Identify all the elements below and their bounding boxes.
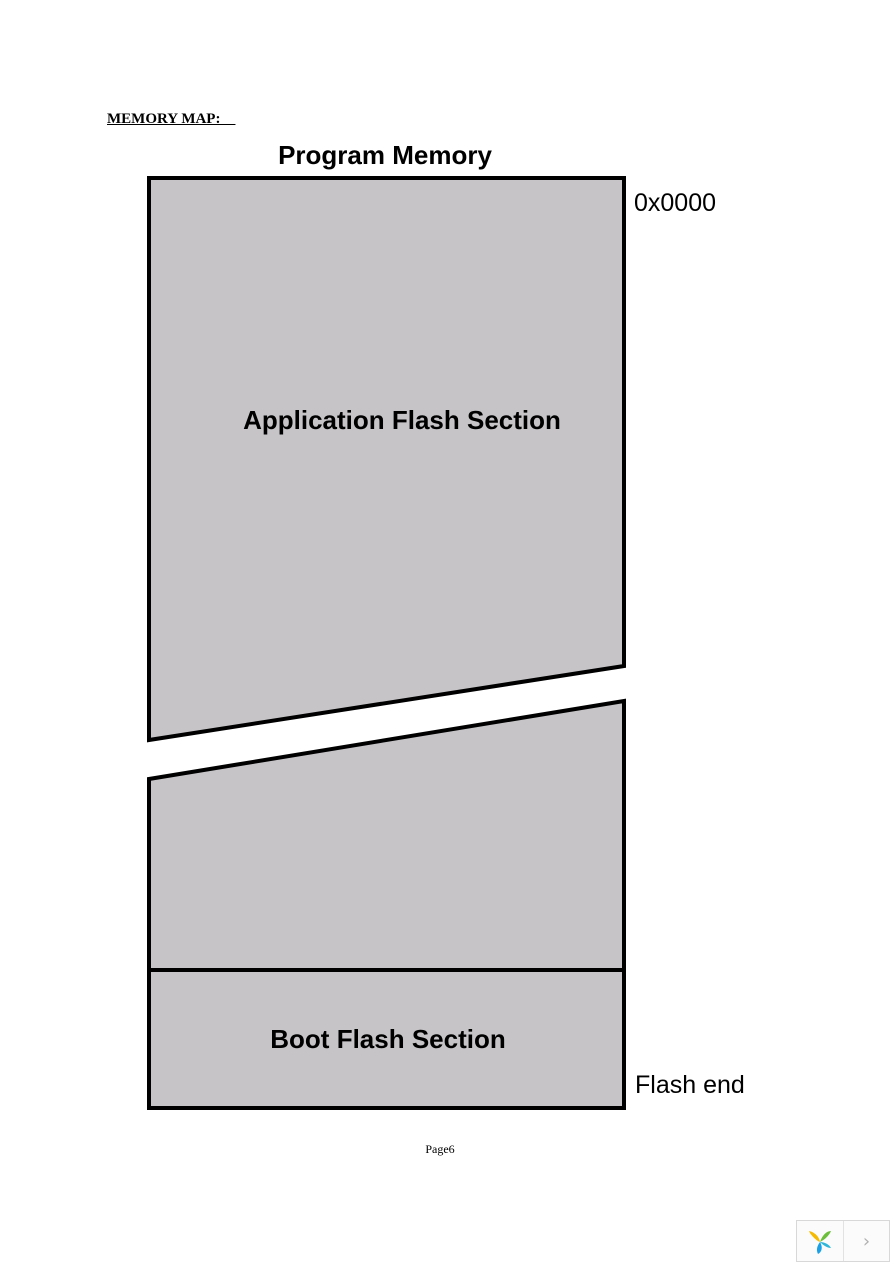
boot-section-block [147,968,626,1110]
application-section-label: Application Flash Section [243,405,561,435]
chevron-right-icon[interactable]: › [862,1230,871,1252]
address-start-label: 0x0000 [634,189,716,217]
logo-petals [809,1231,831,1254]
application-section-lower-block [147,698,626,972]
diagram-title: Program Memory [278,140,492,170]
address-end-label: Flash end [635,1071,745,1099]
section-heading: MEMORY MAP: [107,111,236,127]
viewer-navigation: › [796,1220,890,1262]
application-section-upper-block [147,176,626,743]
boot-section-label: Boot Flash Section [270,1024,505,1054]
page-number: Page6 [425,1142,455,1156]
yandex-logo-icon[interactable] [797,1221,844,1261]
